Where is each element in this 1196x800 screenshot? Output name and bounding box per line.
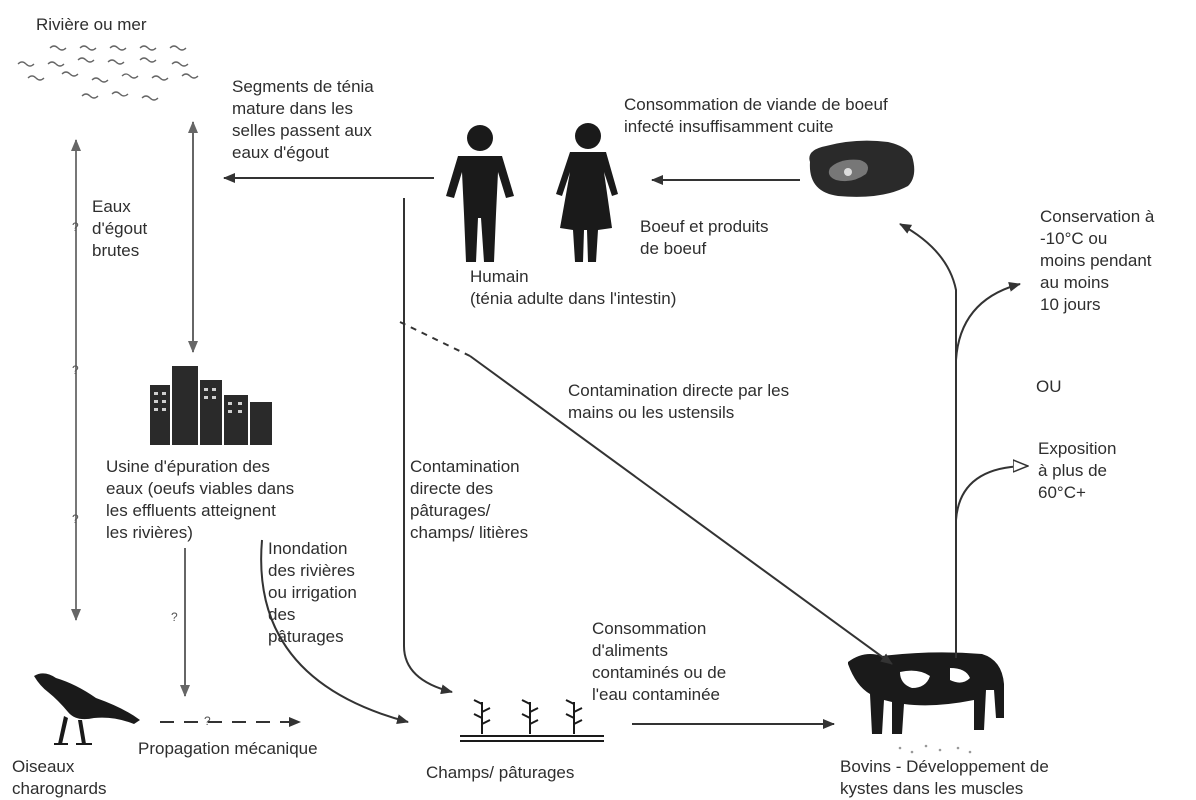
label-direct-pastures: Contamination directe des pâturages/ cha… [410, 457, 529, 542]
label-direct-hands: Contamination directe par les mains ou l… [568, 381, 790, 422]
label-treatment-plant: Usine d'épuration des eaux (oeufs viable… [106, 457, 295, 542]
label-exposure: Exposition à plus de 60°C+ [1038, 439, 1117, 502]
question-mark-sewage-top: ? [72, 220, 79, 234]
label-flooding: Inondation des rivières ou irrigation de… [268, 539, 357, 646]
label-conservation: Conservation à -10°C ou moins pendant au… [1040, 207, 1155, 314]
label-segments: Segments de ténia mature dans les selles… [232, 77, 374, 162]
label-mechanical: Propagation mécanique [138, 739, 318, 758]
cow-icon [848, 652, 1004, 754]
arrow-human-to-cattle [469, 355, 893, 665]
beef-steak-icon [809, 140, 915, 197]
label-human: Humain (ténia adulte dans l'intestin) [470, 267, 677, 308]
question-mark-sewage-low: ? [72, 512, 79, 526]
arrow-human-to-cattle-dashed [399, 321, 471, 357]
label-fields: Champs/ pâturages [426, 763, 575, 782]
label-cattle: Bovins - Développement de kystes dans le… [840, 757, 1049, 798]
label-consumption-beef: Consommation de viande de boeuf infecté … [624, 95, 888, 136]
label-river: Rivière ou mer [36, 15, 147, 34]
arrow-to-exposure [955, 466, 1028, 521]
arrow-human-to-fields [403, 198, 453, 695]
crops-icon [460, 699, 604, 742]
label-food-consumption: Consommation d'aliments contaminés ou de… [592, 619, 727, 704]
water-waves-icon [17, 45, 199, 101]
question-mark-sewage-mid: ? [72, 363, 79, 377]
arrow-cattle-to-beef [899, 223, 957, 658]
label-or: OU [1036, 377, 1062, 396]
question-mark-propagation: ? [204, 714, 211, 728]
arrow-to-conservation [955, 282, 1021, 361]
question-mark-plant: ? [171, 610, 178, 624]
label-scavengers: Oiseaux charognards [12, 757, 107, 798]
man-icon [446, 125, 514, 262]
vulture-icon [34, 673, 140, 745]
arrow-flooding-curve [260, 539, 409, 725]
label-raw-sewage: Eaux d'égout brutes [92, 197, 148, 260]
treatment-plant-icon [150, 366, 272, 445]
label-beef-products: Boeuf et produits de boeuf [640, 217, 769, 258]
woman-icon [556, 123, 618, 262]
